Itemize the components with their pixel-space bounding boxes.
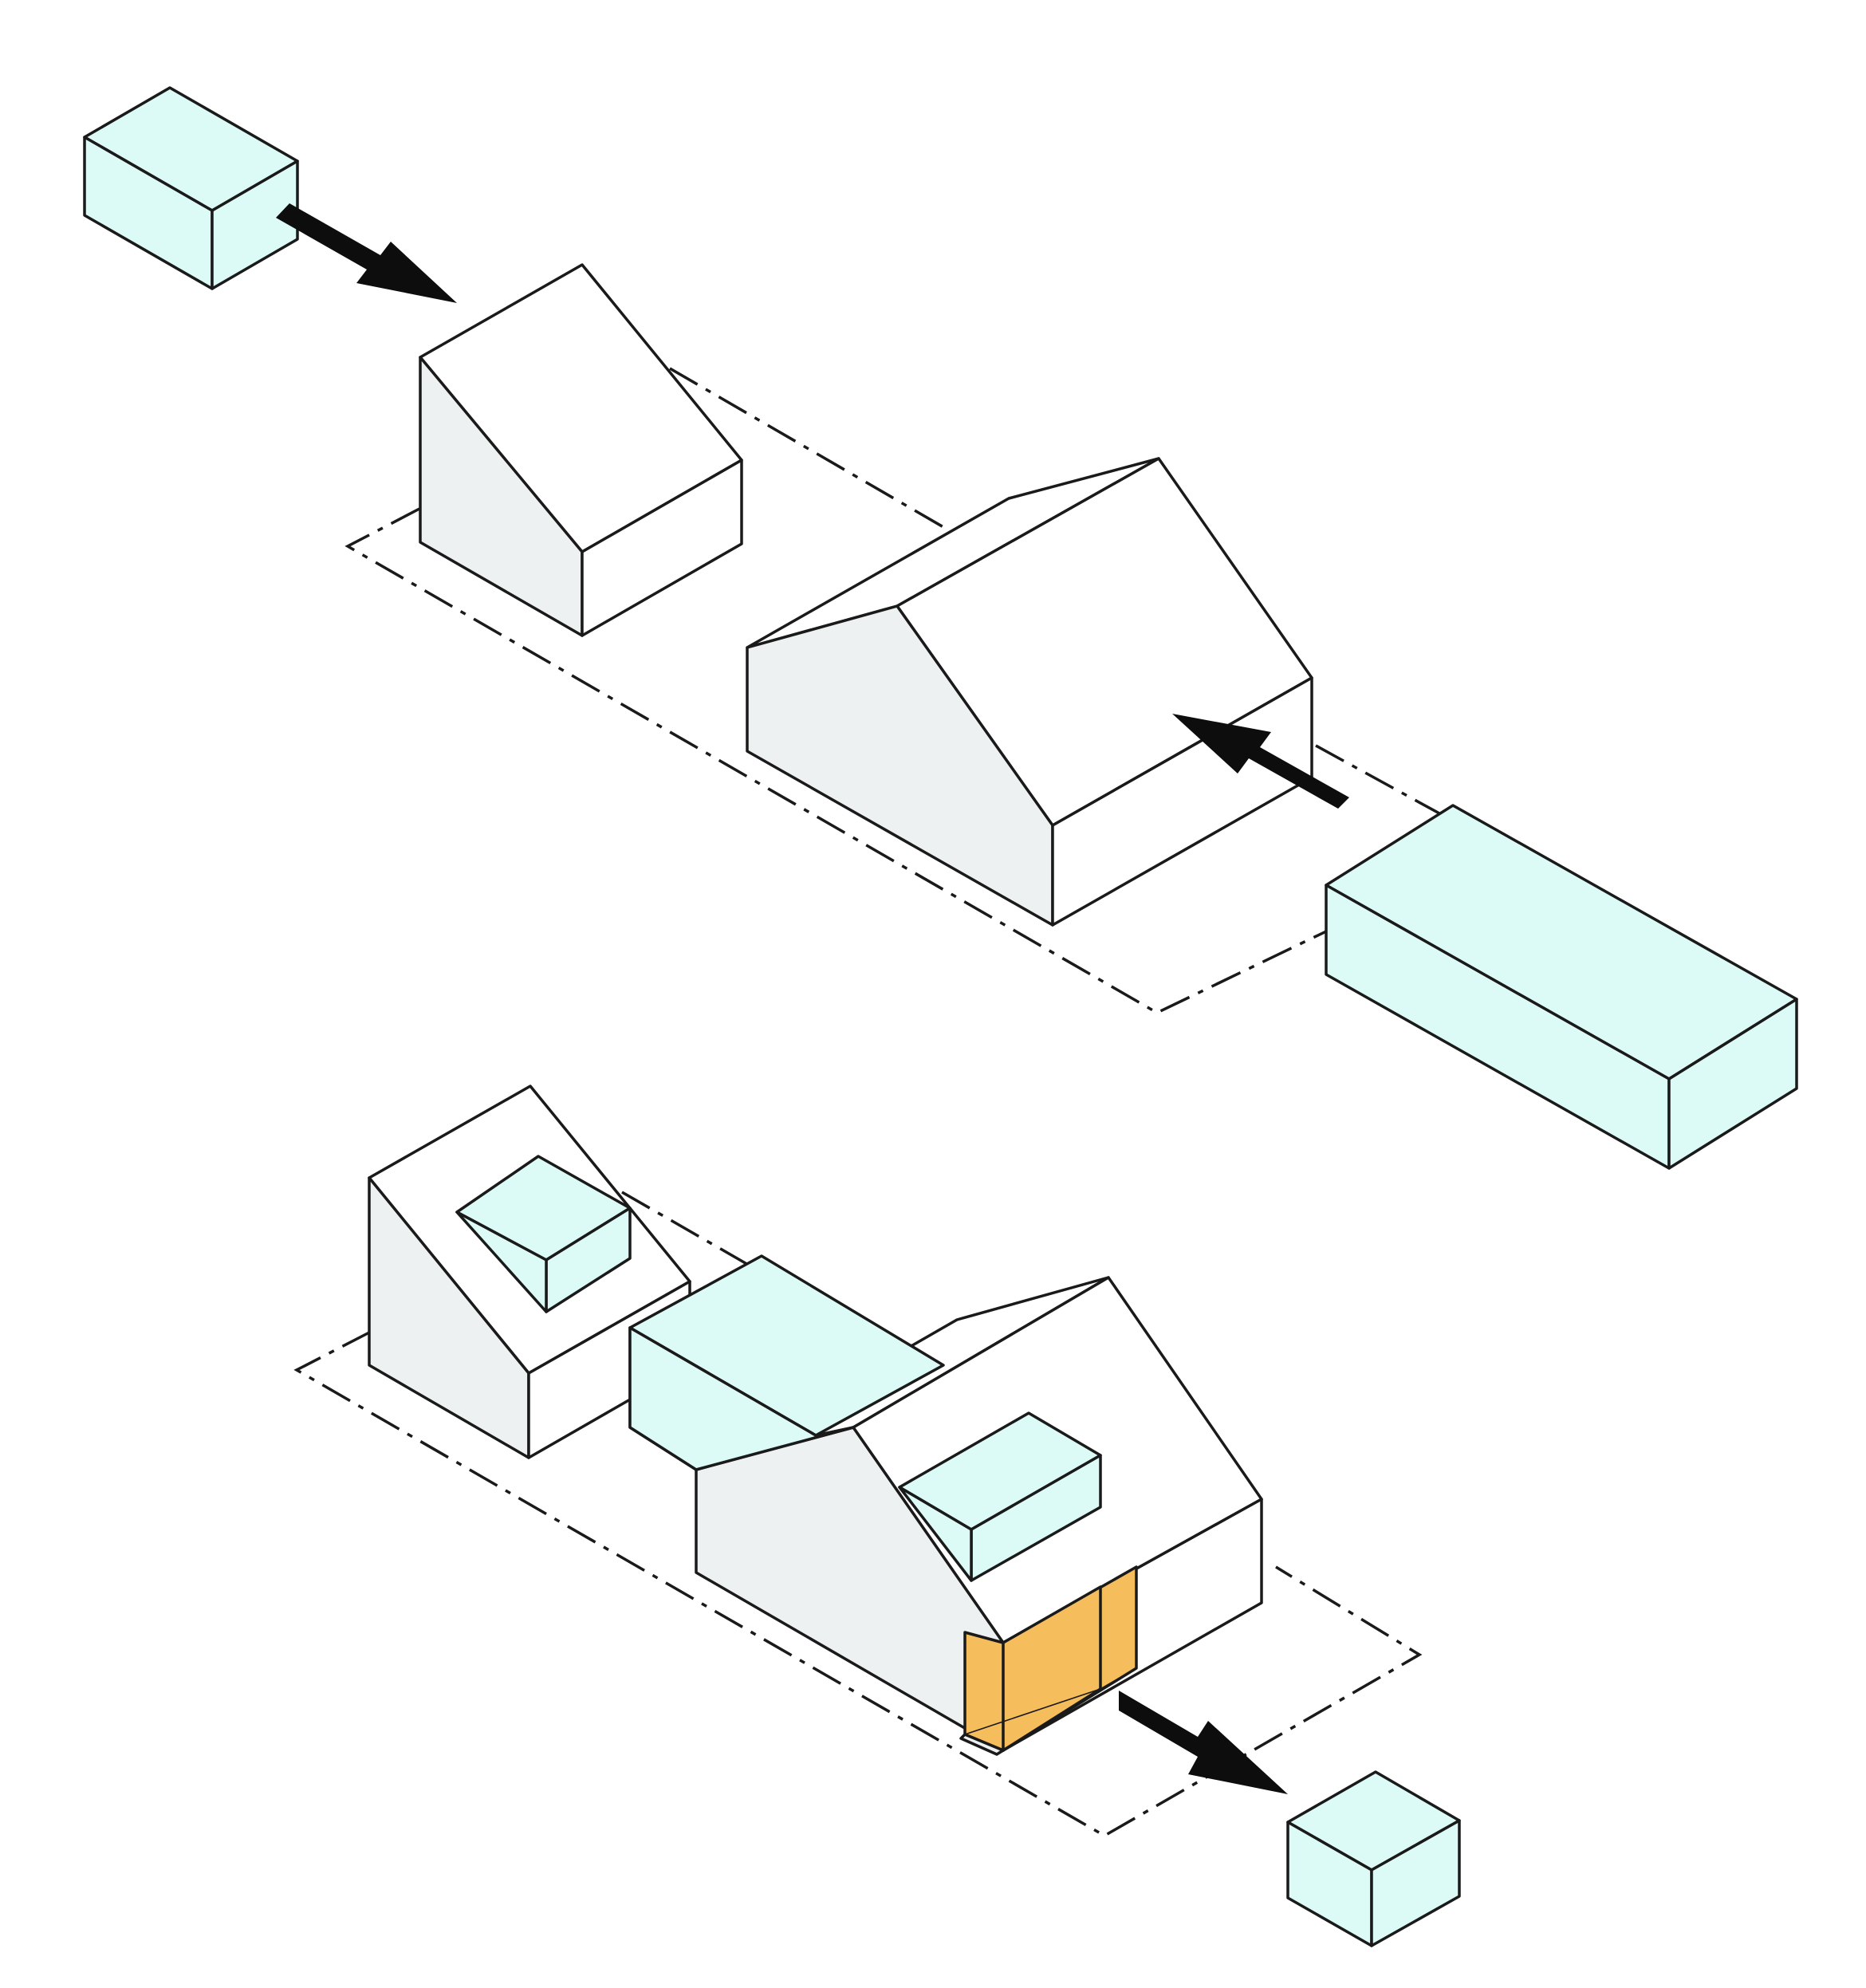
large-house-eave xyxy=(1052,677,1313,826)
small-dormer-cheek xyxy=(455,1211,548,1313)
site-boundary-top xyxy=(344,507,1348,1014)
recess-corner xyxy=(1100,1667,1137,1690)
stage-before xyxy=(83,86,1798,1170)
arrow-insert-long-box xyxy=(1172,714,1349,809)
small-house-side-wall xyxy=(581,459,743,637)
large-house-ridge xyxy=(896,605,1053,826)
recess-floor-edge xyxy=(964,1688,1101,1735)
site-boundary-2-back xyxy=(621,1191,750,1267)
large-gable-house xyxy=(746,457,1313,927)
small-box-right xyxy=(211,159,299,290)
large-dormer xyxy=(898,1411,1102,1582)
recess-sill xyxy=(959,1733,1005,1756)
recessed-entry xyxy=(959,1565,1138,1756)
connector-front-fill xyxy=(628,1326,855,1471)
stage-after xyxy=(293,1085,1461,1947)
arrow-insert-box xyxy=(276,203,457,303)
small-gable-house xyxy=(419,263,743,637)
site-boundary-right xyxy=(1315,744,1440,815)
long-addition-box xyxy=(1325,804,1798,1170)
large-dormer-cheek xyxy=(898,1486,973,1582)
site-boundary-back xyxy=(669,367,950,532)
arrow-extract xyxy=(1119,1691,1288,1794)
small-dormer xyxy=(455,1155,632,1313)
small-addition-box xyxy=(83,86,299,290)
removed-box xyxy=(1286,1770,1461,1947)
site-boundary-2-top xyxy=(293,1330,1423,1838)
long-box-right xyxy=(1667,998,1798,1170)
connector-volume xyxy=(628,1254,945,1471)
removed-box-right xyxy=(1370,1819,1461,1947)
